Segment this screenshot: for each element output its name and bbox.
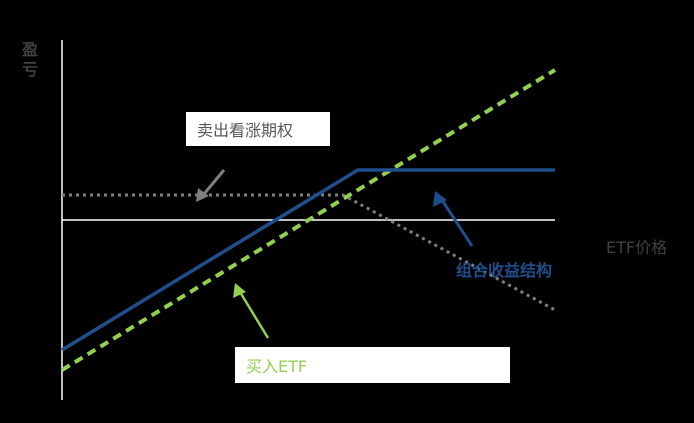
y-axis-label-1: 盈 xyxy=(21,40,38,59)
combo-arrow-head xyxy=(433,191,447,207)
combo-arrow-line xyxy=(440,199,474,247)
etf-arrow-head xyxy=(233,283,246,298)
series-line-0 xyxy=(60,68,557,372)
combo-label: 组合收益结构 xyxy=(456,261,552,280)
call-arrow-line xyxy=(202,169,226,195)
series-layer xyxy=(60,68,557,372)
etf-label: 买入ETF xyxy=(246,357,307,376)
series-line-1 xyxy=(62,193,556,312)
etf-arrow-line xyxy=(238,291,270,339)
etf-label-box xyxy=(235,347,510,383)
call-arrow-head xyxy=(196,188,209,202)
call-label: 卖出看涨期权 xyxy=(197,121,293,140)
y-axis-label-2: 亏 xyxy=(22,60,38,79)
series-line-2 xyxy=(61,168,555,352)
x-axis-label: ETF价格 xyxy=(606,238,667,257)
call-label-box xyxy=(186,112,330,146)
